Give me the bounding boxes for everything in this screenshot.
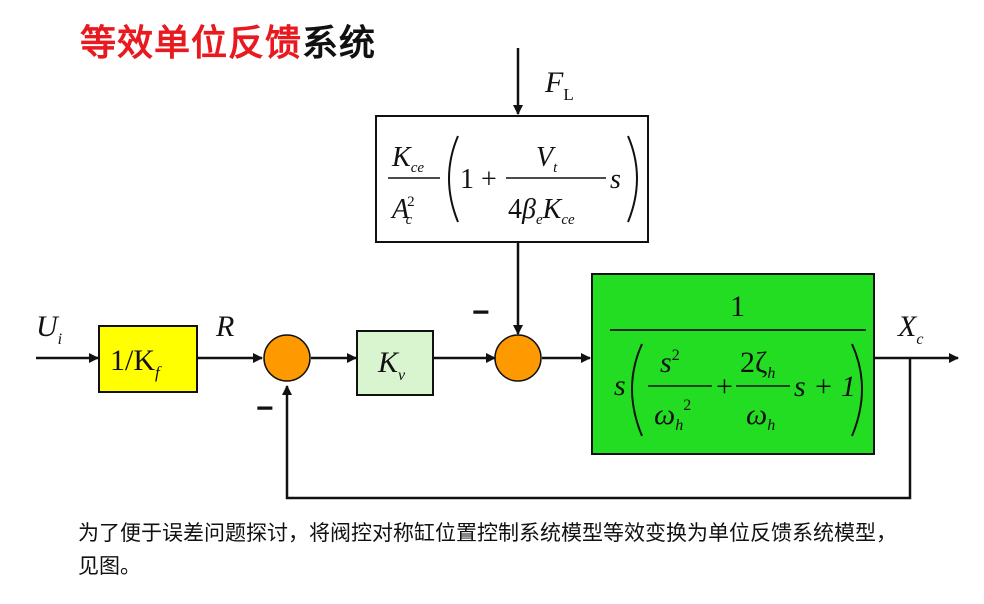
kv-block xyxy=(356,330,434,396)
plant-transfer-function: 1 s s2 ωh2 + 2ζh ωh s + 1 xyxy=(610,290,866,437)
plant-transfer-block xyxy=(591,273,875,455)
disturbance-label: FL xyxy=(544,66,574,104)
page-title: 等效单位反馈系统 xyxy=(80,14,376,66)
load-paren-right xyxy=(627,135,638,223)
caption-text: 为了便于误差问题探讨，将阀控对称缸位置控制系统模型等效变换为单位反馈系统模型，见… xyxy=(78,521,897,578)
one-plus: 1 + xyxy=(460,164,497,195)
beta-denominator: 4βeKce xyxy=(508,194,575,228)
disturbance-minus-sign: − xyxy=(472,296,490,329)
omega-h: ωh xyxy=(746,398,775,434)
output-label: Xc xyxy=(897,310,923,348)
title-highlight: 等效单位反馈 xyxy=(80,23,303,64)
r-label: R xyxy=(215,310,234,343)
kf-block xyxy=(98,325,198,393)
plant-paren-left xyxy=(631,343,643,437)
summing-junction-1 xyxy=(263,334,311,382)
kf-block-label: 1/Kf xyxy=(110,344,162,382)
summing-junction-2 xyxy=(494,334,542,382)
plant-paren-right xyxy=(851,343,863,437)
feedback-minus-sign: − xyxy=(256,392,274,425)
feedback-path xyxy=(282,358,912,500)
input-label: Ui xyxy=(36,310,62,348)
kce-numerator: Kce xyxy=(391,142,424,176)
load-paren-left xyxy=(448,135,459,223)
two-zeta: 2ζh xyxy=(740,346,775,382)
title-rest: 系统 xyxy=(302,23,377,64)
vt-numerator: Vt xyxy=(536,142,558,176)
load-transfer-block xyxy=(375,115,649,243)
plant-s-outer: s xyxy=(614,369,626,402)
s-plus-one: s + 1 xyxy=(794,370,856,403)
plant-numerator: 1 xyxy=(730,290,745,323)
load-s: s xyxy=(610,164,621,195)
s-squared: s2 xyxy=(660,346,680,379)
omega-squared: ωh2 xyxy=(654,397,691,434)
kv-block-label: Kv xyxy=(377,346,406,384)
plant-plus: + xyxy=(716,370,733,403)
